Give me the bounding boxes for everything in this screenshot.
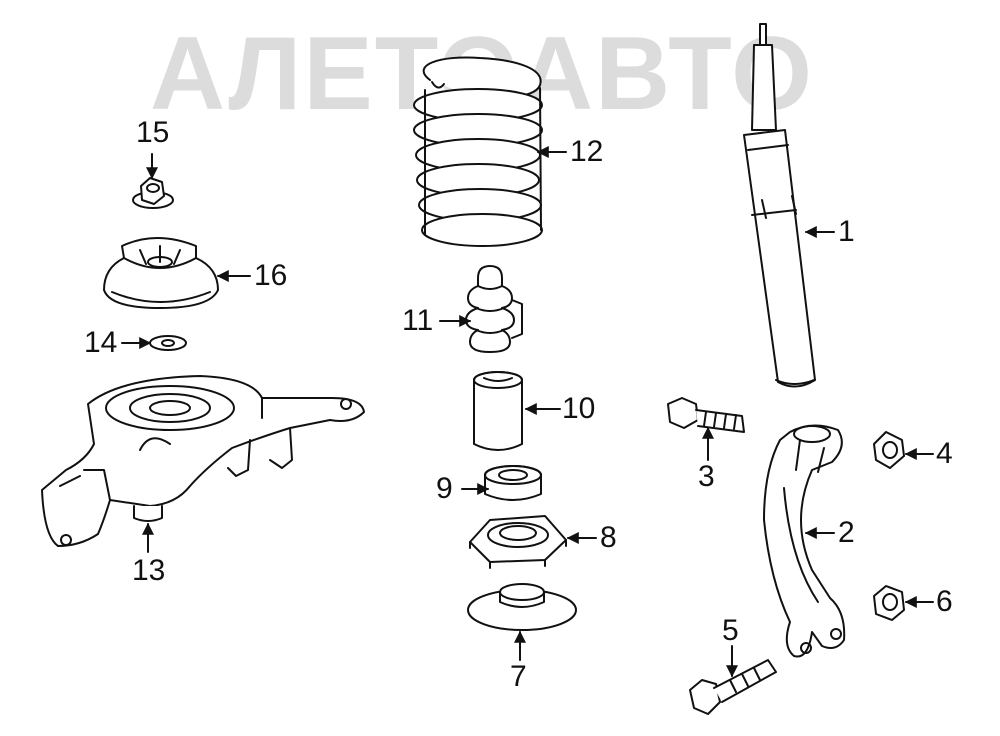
callout-5: 5 xyxy=(722,614,739,647)
washer-part xyxy=(149,335,187,351)
callout-1: 1 xyxy=(838,215,855,248)
control-link-part xyxy=(763,424,846,658)
strut-mount-part xyxy=(103,237,219,309)
lower-spring-seat-part xyxy=(467,583,577,631)
strut-tower-part xyxy=(41,375,365,547)
callout-4: 4 xyxy=(936,437,953,470)
top-nut-part xyxy=(132,177,174,209)
callout-13: 13 xyxy=(132,554,166,587)
callout-2: 2 xyxy=(838,516,855,549)
upper-bolt-part xyxy=(667,397,745,433)
callout-11: 11 xyxy=(402,304,434,337)
callout-12: 12 xyxy=(570,135,604,168)
bushing-part xyxy=(484,465,542,501)
callout-14: 14 xyxy=(84,326,118,359)
callout-10: 10 xyxy=(562,392,596,425)
bump-stop-part xyxy=(465,265,523,353)
upper-nut-part xyxy=(873,431,905,469)
callout-9: 9 xyxy=(436,472,453,505)
lower-nut-part xyxy=(873,585,905,621)
callout-6: 6 xyxy=(936,585,953,618)
upper-spring-seat-part xyxy=(469,515,567,569)
callout-8: 8 xyxy=(600,521,617,554)
callout-3: 3 xyxy=(698,460,715,493)
callout-15: 15 xyxy=(136,116,170,149)
callout-7: 7 xyxy=(510,660,527,693)
callout-16: 16 xyxy=(254,259,288,292)
leader-lines xyxy=(121,146,934,678)
lower-bolt-part xyxy=(689,659,777,715)
coil-spring-part xyxy=(413,56,543,247)
shock-absorber-part xyxy=(743,23,816,388)
dust-boot-part xyxy=(473,371,523,451)
